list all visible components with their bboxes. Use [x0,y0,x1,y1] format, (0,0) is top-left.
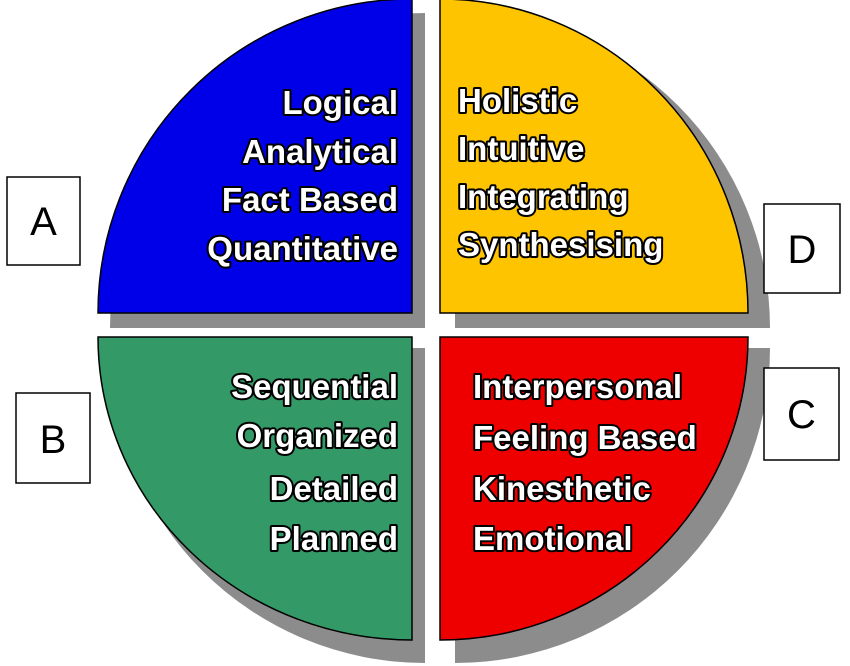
label-box-c: C [763,367,840,461]
quadrant-a-line: Quantitative [207,230,398,267]
label-letter-a: A [30,200,57,244]
quadrant-c-line: Kinesthetic [473,470,651,507]
label-box-d: D [763,203,841,294]
quadrant-d-line: Integrating [458,178,629,215]
quadrant-b-line: Sequential [231,368,398,405]
quadrant-b-line: Detailed [270,470,398,507]
quadrant-c-line: Interpersonal [473,368,682,405]
label-letter-b: B [40,418,67,462]
quadrant-a-line: Fact Based [222,181,398,218]
quadrant-b [97,336,413,641]
quadrant-c-text: Interpersonal Feeling Based Kinesthetic … [471,366,699,559]
quadrant-b-text: Sequential Organized Detailed Planned [229,366,400,559]
quadrant-a [97,0,413,314]
quadrant-b-line: Organized [237,417,398,454]
quadrant-d [439,0,749,314]
quadrant-d-line: Intuitive [458,130,585,167]
quadrant-a-line: Analytical [242,133,398,170]
quadrant-d-line: Synthesising [458,226,663,263]
quadrant-a-text: Logical Analytical Fact Based Quantitati… [205,82,400,269]
quadrant-d-line: Holistic [458,82,577,119]
quadrant-c-line: Feeling Based [473,419,697,456]
quadrant-c [439,336,749,641]
label-letter-c: C [787,393,816,437]
quadrant-d-text: Holistic Intuitive Integrating Synthesis… [456,80,665,265]
label-box-a: A [6,176,81,266]
label-box-b: B [15,392,91,484]
label-letter-d: D [788,228,817,272]
quadrant-c-line: Emotional [473,520,633,557]
quadrant-b-line: Planned [270,520,398,557]
quadrant-a-line: Logical [282,84,398,121]
